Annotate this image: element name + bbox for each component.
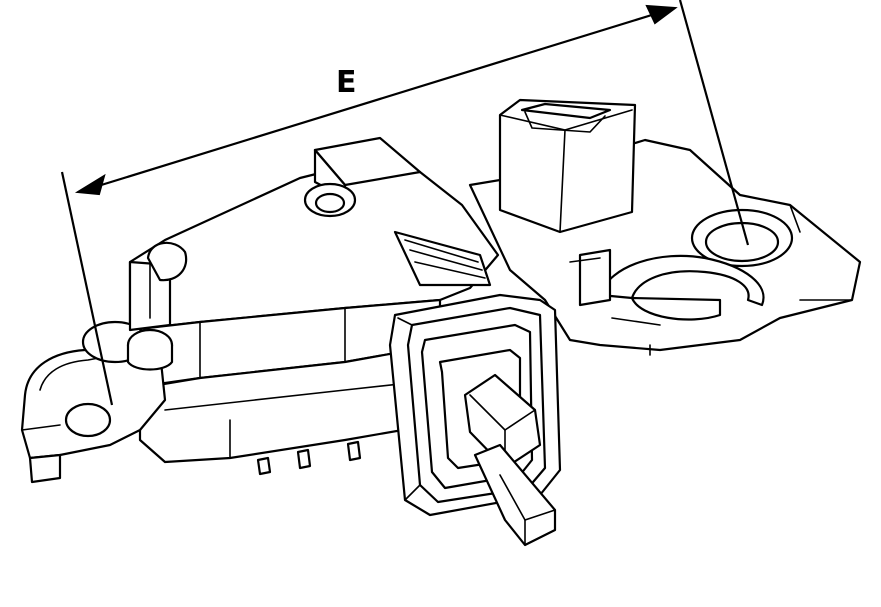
left-arrowhead-icon bbox=[74, 173, 106, 196]
dimension-line bbox=[97, 12, 656, 188]
central-post bbox=[303, 136, 422, 218]
right-hole-icon bbox=[704, 221, 780, 263]
left-extension-line bbox=[60, 171, 114, 406]
square-terminal bbox=[498, 98, 637, 234]
bottom-pins bbox=[256, 440, 362, 476]
right-arrowhead-icon bbox=[645, 4, 678, 25]
left-mounting-tab bbox=[20, 320, 174, 484]
ribbed-bracket bbox=[393, 230, 492, 287]
right-extension-line bbox=[678, 0, 750, 246]
left-hole-icon bbox=[64, 402, 112, 438]
post-hole-icon bbox=[314, 192, 346, 214]
left-tower bbox=[128, 241, 188, 332]
split-ring-clip bbox=[569, 248, 765, 326]
main-body bbox=[128, 166, 500, 464]
dimension-label: E bbox=[336, 65, 357, 100]
dimension-e: E bbox=[60, 0, 750, 406]
blade-terminals bbox=[463, 373, 557, 547]
